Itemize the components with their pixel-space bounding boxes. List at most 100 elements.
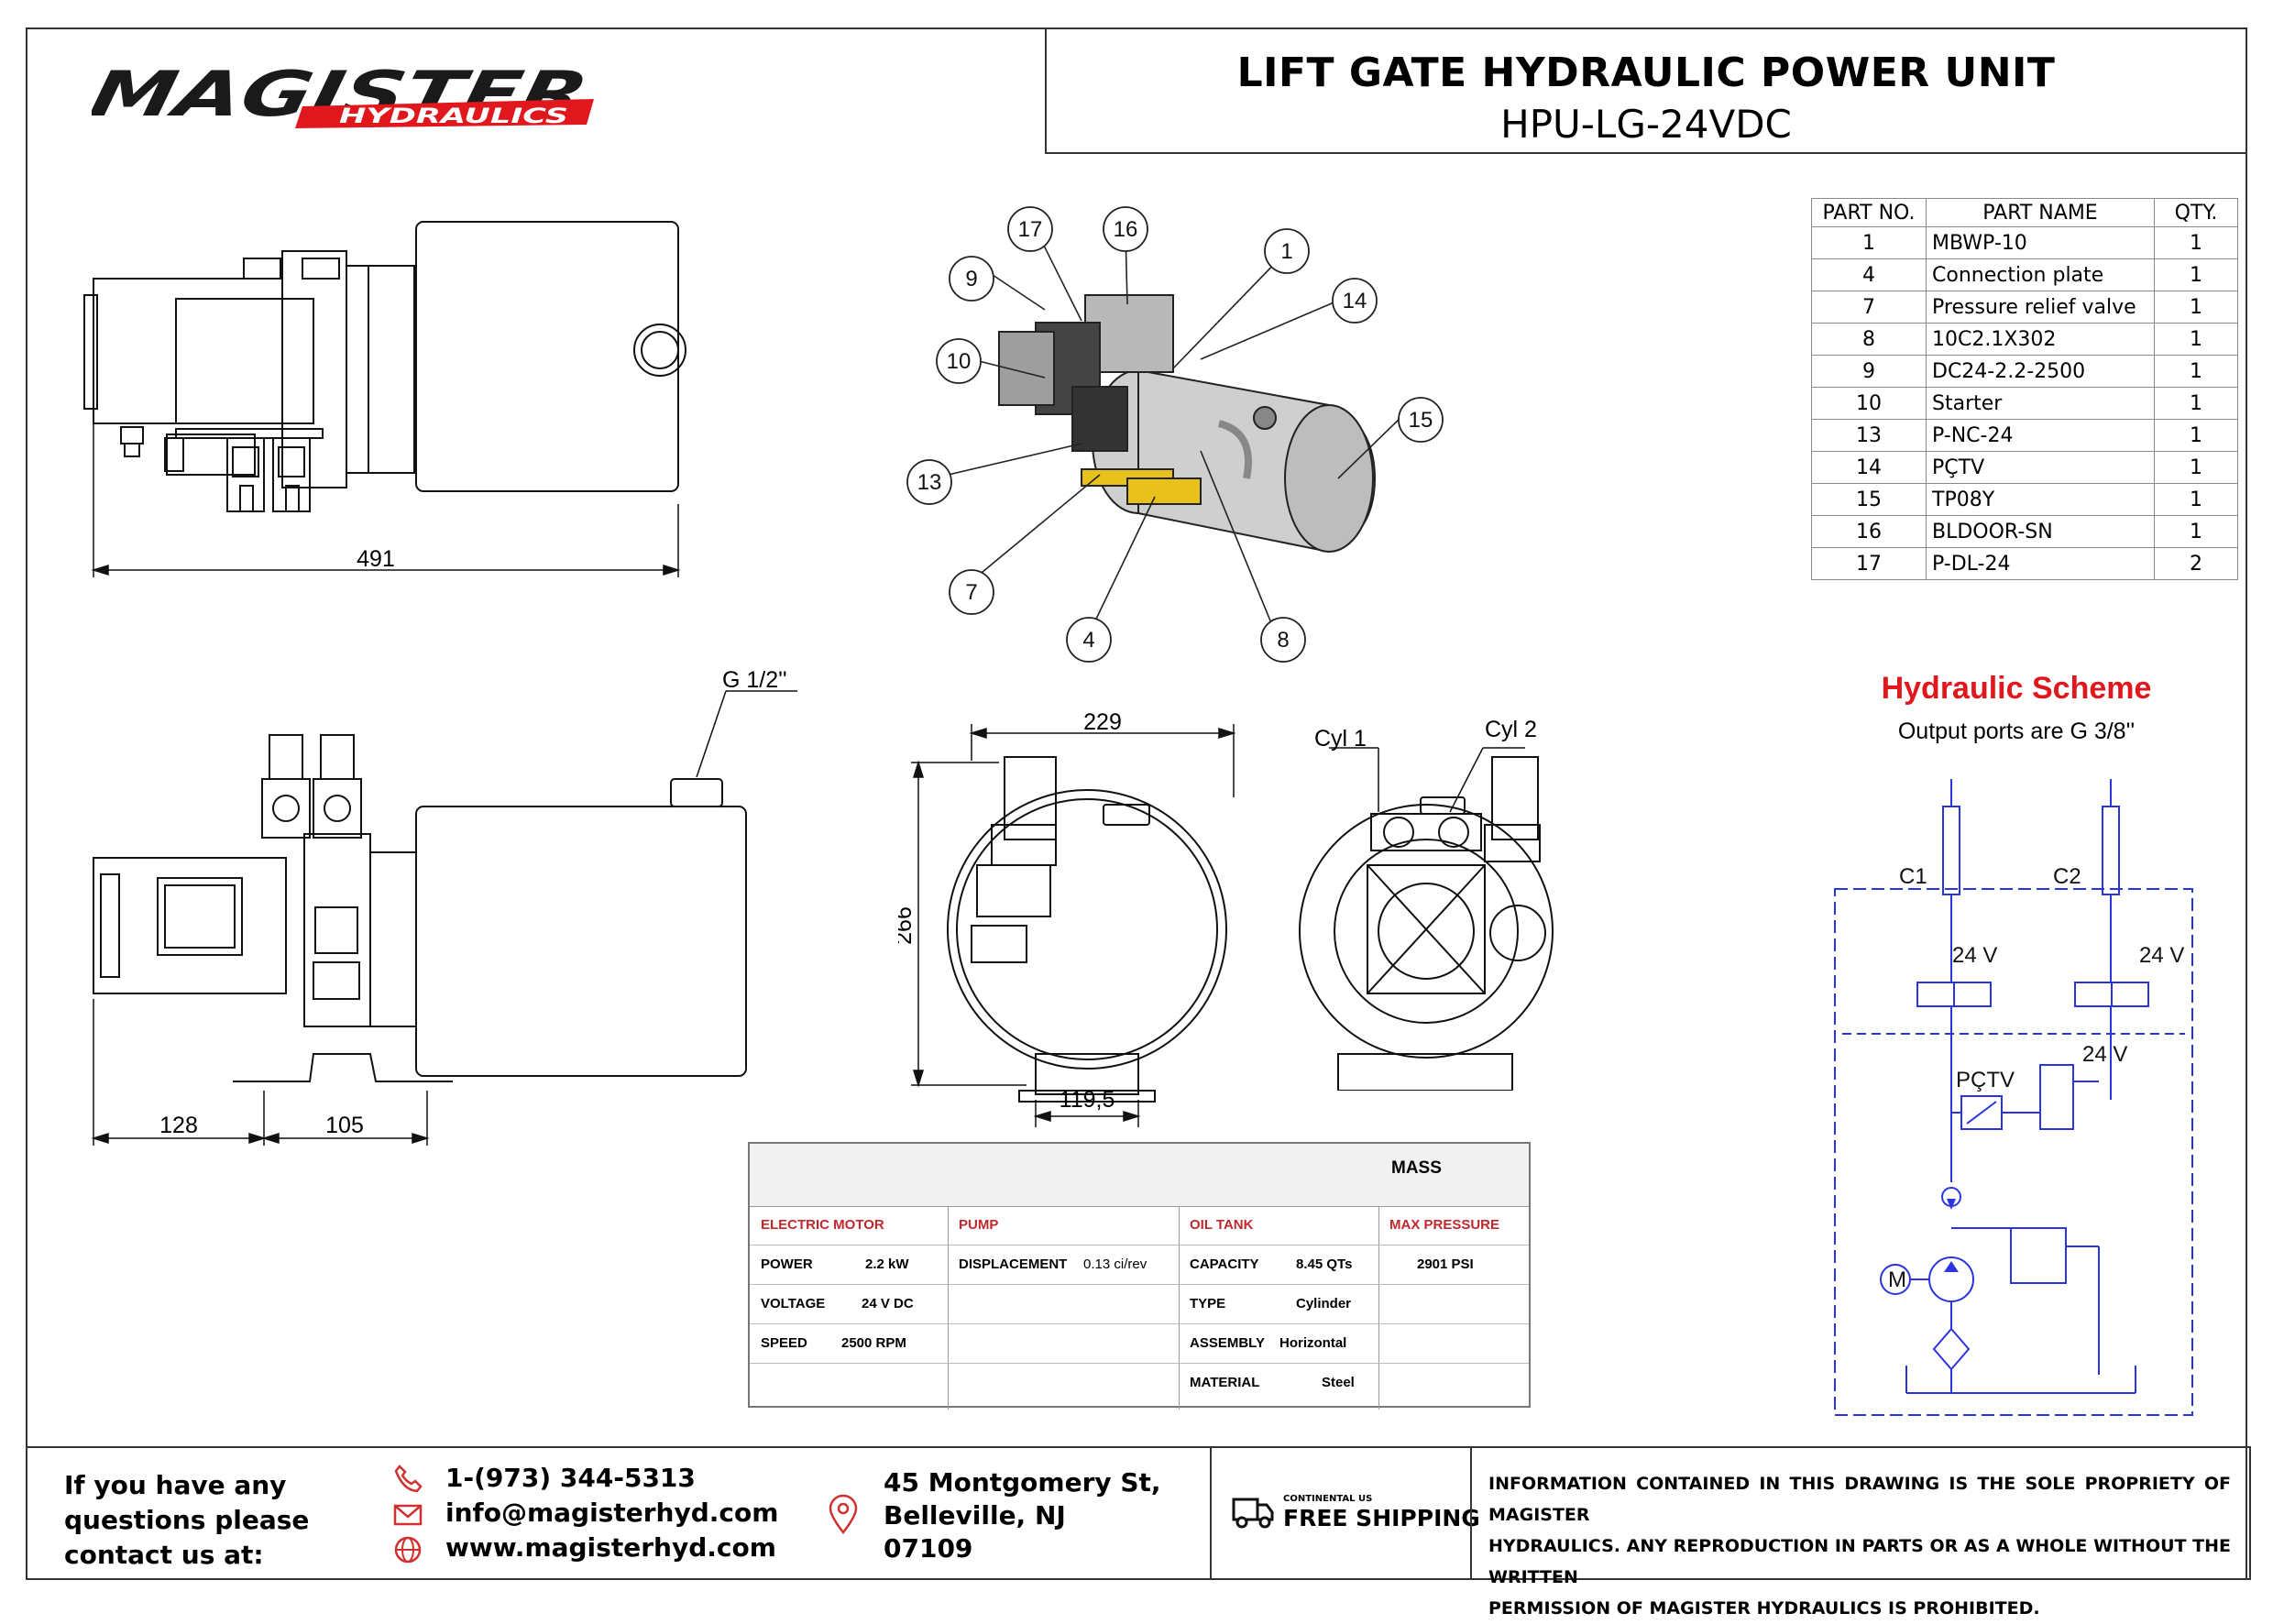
part-no: 15 <box>1811 483 1927 516</box>
title-block: LIFT GATE HYDRAULIC POWER UNIT HPU-LG-24… <box>1045 27 2247 154</box>
part-name: BLDOOR-SN <box>1926 515 2155 548</box>
part-no: 17 <box>1811 547 1927 580</box>
part-name: Connection plate <box>1926 258 2155 291</box>
part-no: 9 <box>1811 355 1927 388</box>
part-qty: 1 <box>2154 355 2238 388</box>
logo-sub-text: HYDRAULICS <box>339 105 568 128</box>
type-key: TYPE <box>1190 1296 1226 1311</box>
address-line-2: Belleville, NJ <box>884 1500 1066 1531</box>
scheme-c1: C1 <box>1899 864 1927 889</box>
part-no: 1 <box>1811 226 1927 259</box>
globe-icon <box>394 1536 422 1564</box>
part-name: MBWP-10 <box>1926 226 2155 259</box>
part-name: TP08Y <box>1926 483 2155 516</box>
address-line-3: 07109 <box>884 1533 973 1564</box>
dim-width: 229 <box>1083 709 1122 735</box>
col-part-no: PART NO. <box>1811 198 1927 227</box>
legal-notice: INFORMATION CONTAINED IN THIS DRAWING IS… <box>1488 1468 2231 1624</box>
scheme-v2: 24 V <box>2139 943 2184 968</box>
contact-line-3: contact us at: <box>64 1540 264 1570</box>
scheme-v3: 24 V <box>2082 1042 2127 1067</box>
legal-line-3: PERMISSION OF MAGISTER HYDRAULICS IS PRO… <box>1488 1598 2040 1619</box>
callout-16: 16 <box>1114 217 1138 242</box>
side-view-bottom: G 1/2'' 128 105 <box>91 669 797 1146</box>
dim-foot1: 128 <box>159 1113 198 1138</box>
front-view: 229 266 119,5 <box>898 709 1236 1127</box>
part-qty: 1 <box>2154 515 2238 548</box>
part-qty: 1 <box>2154 419 2238 452</box>
phone-icon <box>394 1465 423 1493</box>
assembly-key: ASSEMBLY <box>1190 1335 1265 1351</box>
scheme-motor: M <box>1888 1267 1906 1292</box>
website-link[interactable]: www.magisterhyd.com <box>445 1532 776 1563</box>
spec-col-pressure: MAX PRESSURE 2901 PSI <box>1378 1206 1529 1410</box>
voltage-key: VOLTAGE <box>761 1296 826 1311</box>
contact-line-2: questions please <box>64 1505 310 1535</box>
footer: If you have any questions please contact… <box>26 1446 2251 1619</box>
part-name: Starter <box>1926 387 2155 420</box>
callout-1: 1 <box>1280 239 1292 264</box>
pressure-label: MAX PRESSURE <box>1389 1217 1500 1233</box>
part-name: DC24-2.2-2500 <box>1926 355 2155 388</box>
part-qty: 1 <box>2154 323 2238 356</box>
address: 45 Montgomery St, Belleville, NJ 07109 <box>884 1466 1161 1565</box>
phone-link[interactable]: 1-(973) 344-5313 <box>445 1463 696 1493</box>
drawing-title: LIFT GATE HYDRAULIC POWER UNIT <box>1236 49 2056 96</box>
capacity-value: 8.45 QTs <box>1296 1256 1353 1272</box>
col-qty: QTY. <box>2154 198 2238 227</box>
cyl2-label: Cyl 2 <box>1485 717 1537 742</box>
magister-logo: MAGISTER HYDRAULICS <box>92 60 594 131</box>
email-icon <box>393 1504 423 1526</box>
pressure-value: 2901 PSI <box>1417 1256 1474 1272</box>
legal-line-2: HYDRAULICS. ANY REPRODUCTION IN PARTS OR… <box>1488 1536 2231 1587</box>
displacement-key: DISPLACEMENT <box>959 1256 1068 1272</box>
email-link[interactable]: info@magisterhyd.com <box>445 1498 779 1528</box>
footer-divider <box>1210 1448 1212 1578</box>
model-number: HPU-LG-24VDC <box>1500 102 1792 147</box>
pump-label: PUMP <box>959 1217 999 1233</box>
contact-prompt: If you have any questions please contact… <box>64 1468 309 1573</box>
scheme-c2: C2 <box>2053 864 2081 889</box>
parts-table-header: PART NO. PART NAME QTY. <box>1811 198 2238 227</box>
part-qty: 1 <box>2154 451 2238 484</box>
material-value: Steel <box>1322 1375 1355 1390</box>
shipping-small: CONTINENTAL US <box>1283 1494 1373 1504</box>
type-value: Cylinder <box>1296 1296 1352 1311</box>
callout-8: 8 <box>1277 628 1289 653</box>
material-key: MATERIAL <box>1190 1375 1260 1390</box>
part-qty: 1 <box>2154 226 2238 259</box>
part-name: P-DL-24 <box>1926 547 2155 580</box>
spec-header: MASS <box>750 1144 1529 1207</box>
power-key: POWER <box>761 1256 813 1272</box>
contact-line-1: If you have any <box>64 1470 287 1500</box>
hydraulic-scheme: C1 C2 24 V 24 V 24 V PÇTV M <box>1834 779 2193 1416</box>
part-name: PÇTV <box>1926 451 2155 484</box>
dim-height: 266 <box>898 906 917 945</box>
part-no: 8 <box>1811 323 1927 356</box>
callout-10: 10 <box>947 349 972 374</box>
callout-17: 17 <box>1018 217 1043 242</box>
callout-14: 14 <box>1343 289 1367 313</box>
part-no: 4 <box>1811 258 1927 291</box>
address-line-1: 45 Montgomery St, <box>884 1467 1161 1498</box>
scheme-subtitle: Output ports are G 3/8'' <box>1897 719 2136 744</box>
callout-13: 13 <box>917 470 942 495</box>
mass-label: MASS <box>1391 1158 1442 1178</box>
dim-length: 491 <box>357 546 395 572</box>
location-pin-icon <box>829 1494 858 1535</box>
part-name: P-NC-24 <box>1926 419 2155 452</box>
dim-base: 119,5 <box>1060 1087 1115 1113</box>
part-qty: 1 <box>2154 483 2238 516</box>
